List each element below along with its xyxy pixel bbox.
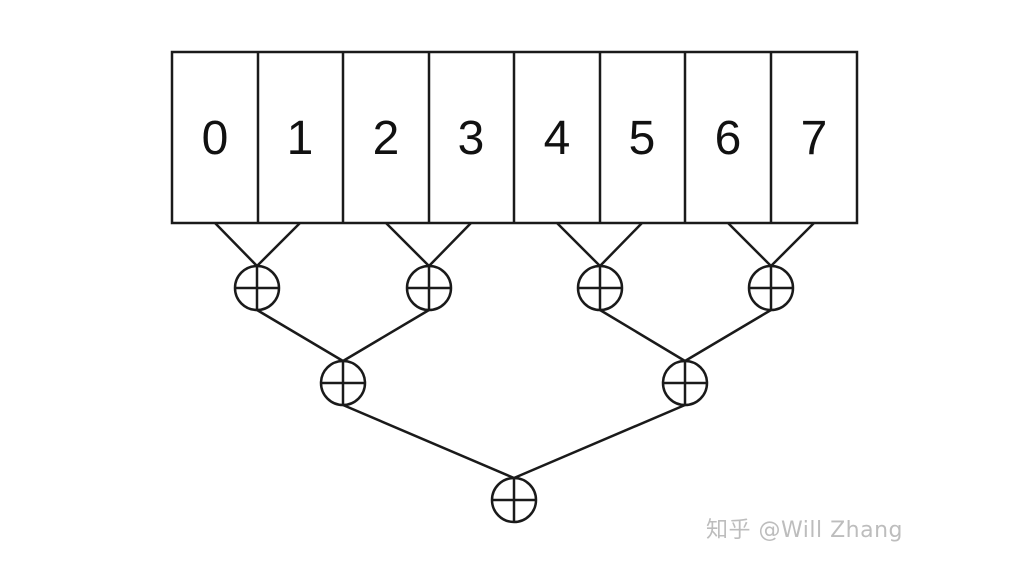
operator-nodes [233,264,795,524]
xor-plus-icon [405,264,453,312]
xor-plus-icon [319,359,367,407]
cell-7: 7 [801,112,828,165]
cell-4: 4 [544,112,571,165]
xor-plus-icon [233,264,281,312]
xor-plus-icon [576,264,624,312]
array-cell-labels: 0 1 2 3 4 5 6 7 [202,112,828,165]
cell-2: 2 [373,112,400,165]
array-row [170,50,859,225]
xor-plus-icon [490,476,538,524]
cell-0: 0 [202,112,229,165]
cell-6: 6 [715,112,742,165]
cell-1: 1 [287,112,314,165]
edges [214,222,815,480]
xor-plus-icon [747,264,795,312]
xor-plus-icon [661,359,709,407]
cell-5: 5 [629,112,656,165]
watermark: 知乎 @Will Zhang [706,518,903,543]
cell-3: 3 [458,112,485,165]
